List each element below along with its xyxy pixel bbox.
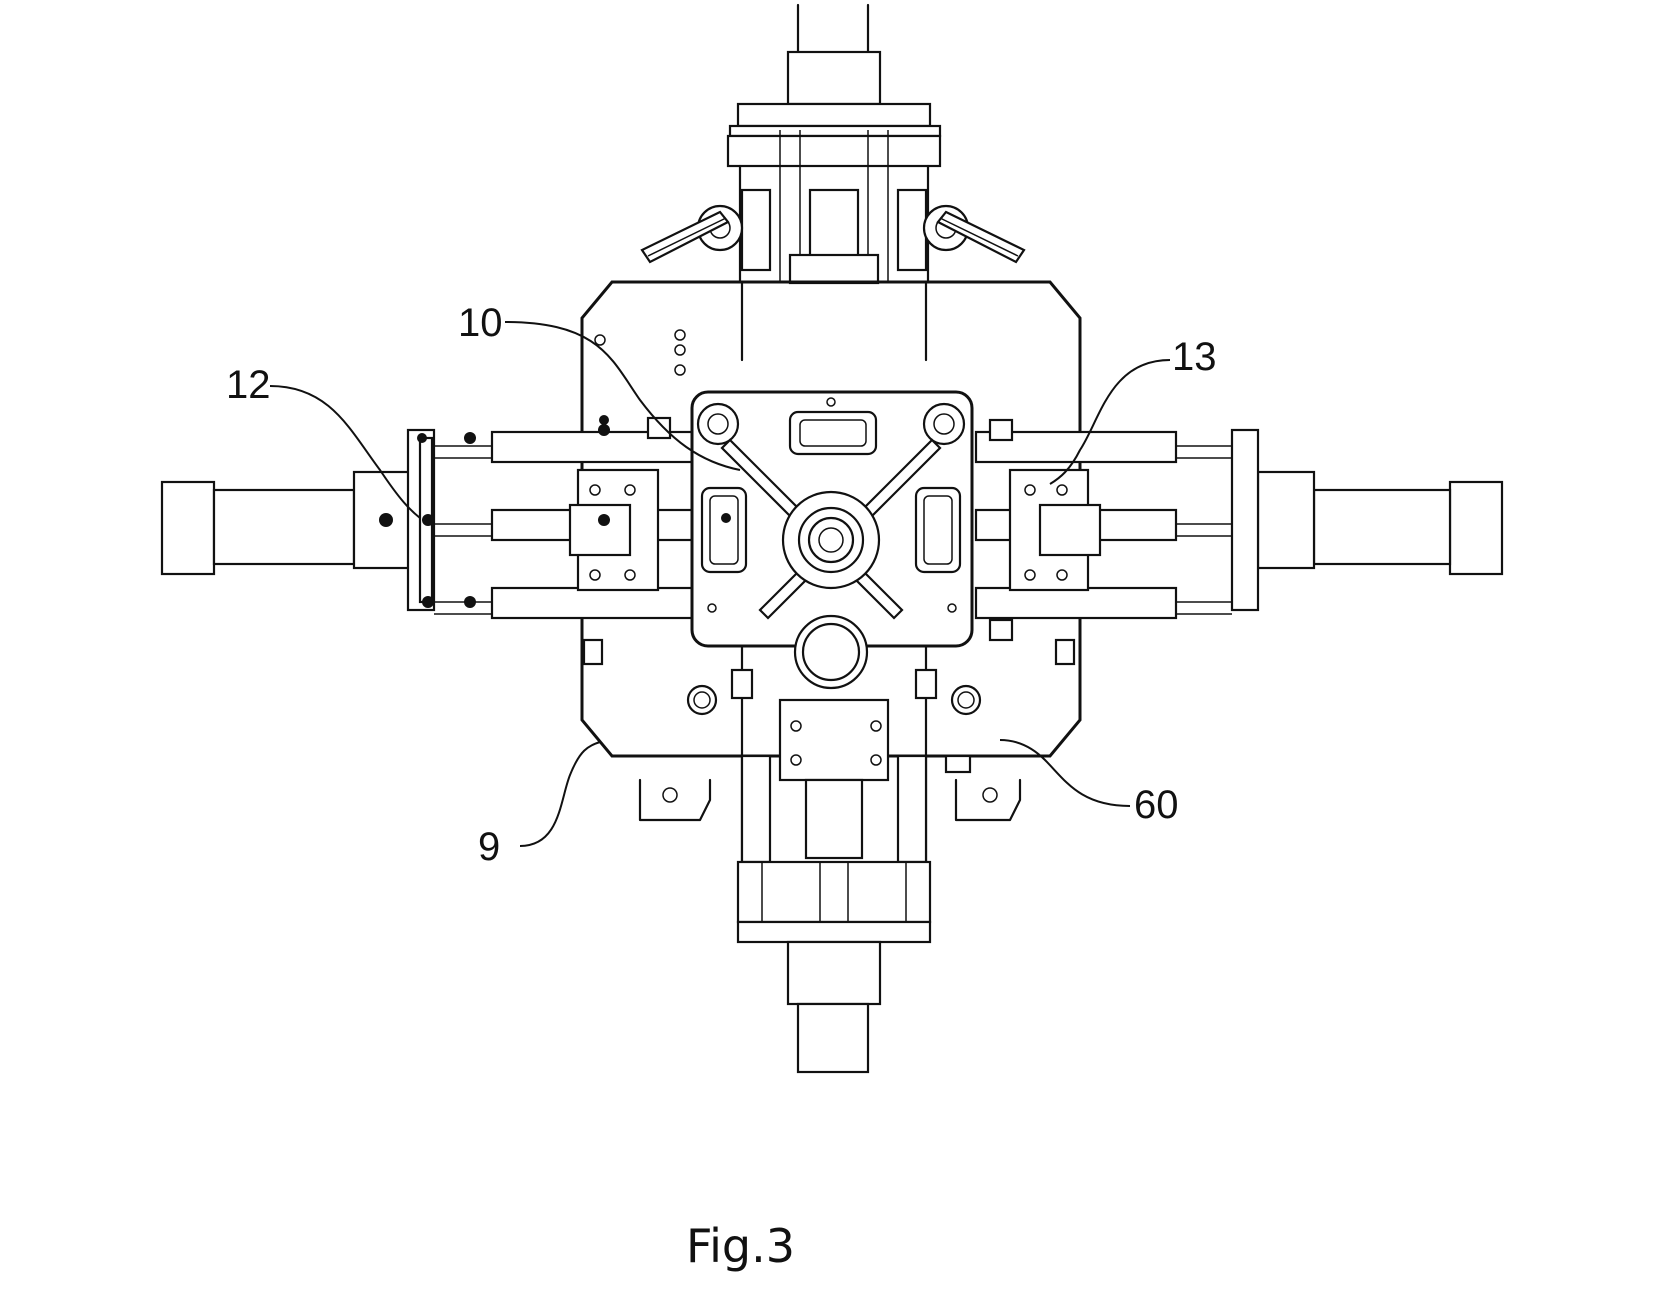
ref-label-60: 60 <box>1134 783 1179 827</box>
top-right-handle <box>922 204 1026 264</box>
leader-lines <box>269 321 1171 847</box>
top-left-handle <box>640 204 744 264</box>
bottom-cylinder-assembly <box>730 644 938 1074</box>
figure-caption: Fig.3 <box>686 1219 795 1273</box>
central-block <box>690 390 974 690</box>
left-cylinder-assembly <box>160 415 694 620</box>
ref-label-9: 9 <box>478 825 500 869</box>
ref-label-12: 12 <box>226 363 271 407</box>
top-cylinder-assembly <box>726 3 942 362</box>
right-cylinder-assembly <box>974 418 1504 642</box>
ref-label-10: 10 <box>458 301 503 345</box>
ref-label-13: 13 <box>1172 335 1217 379</box>
